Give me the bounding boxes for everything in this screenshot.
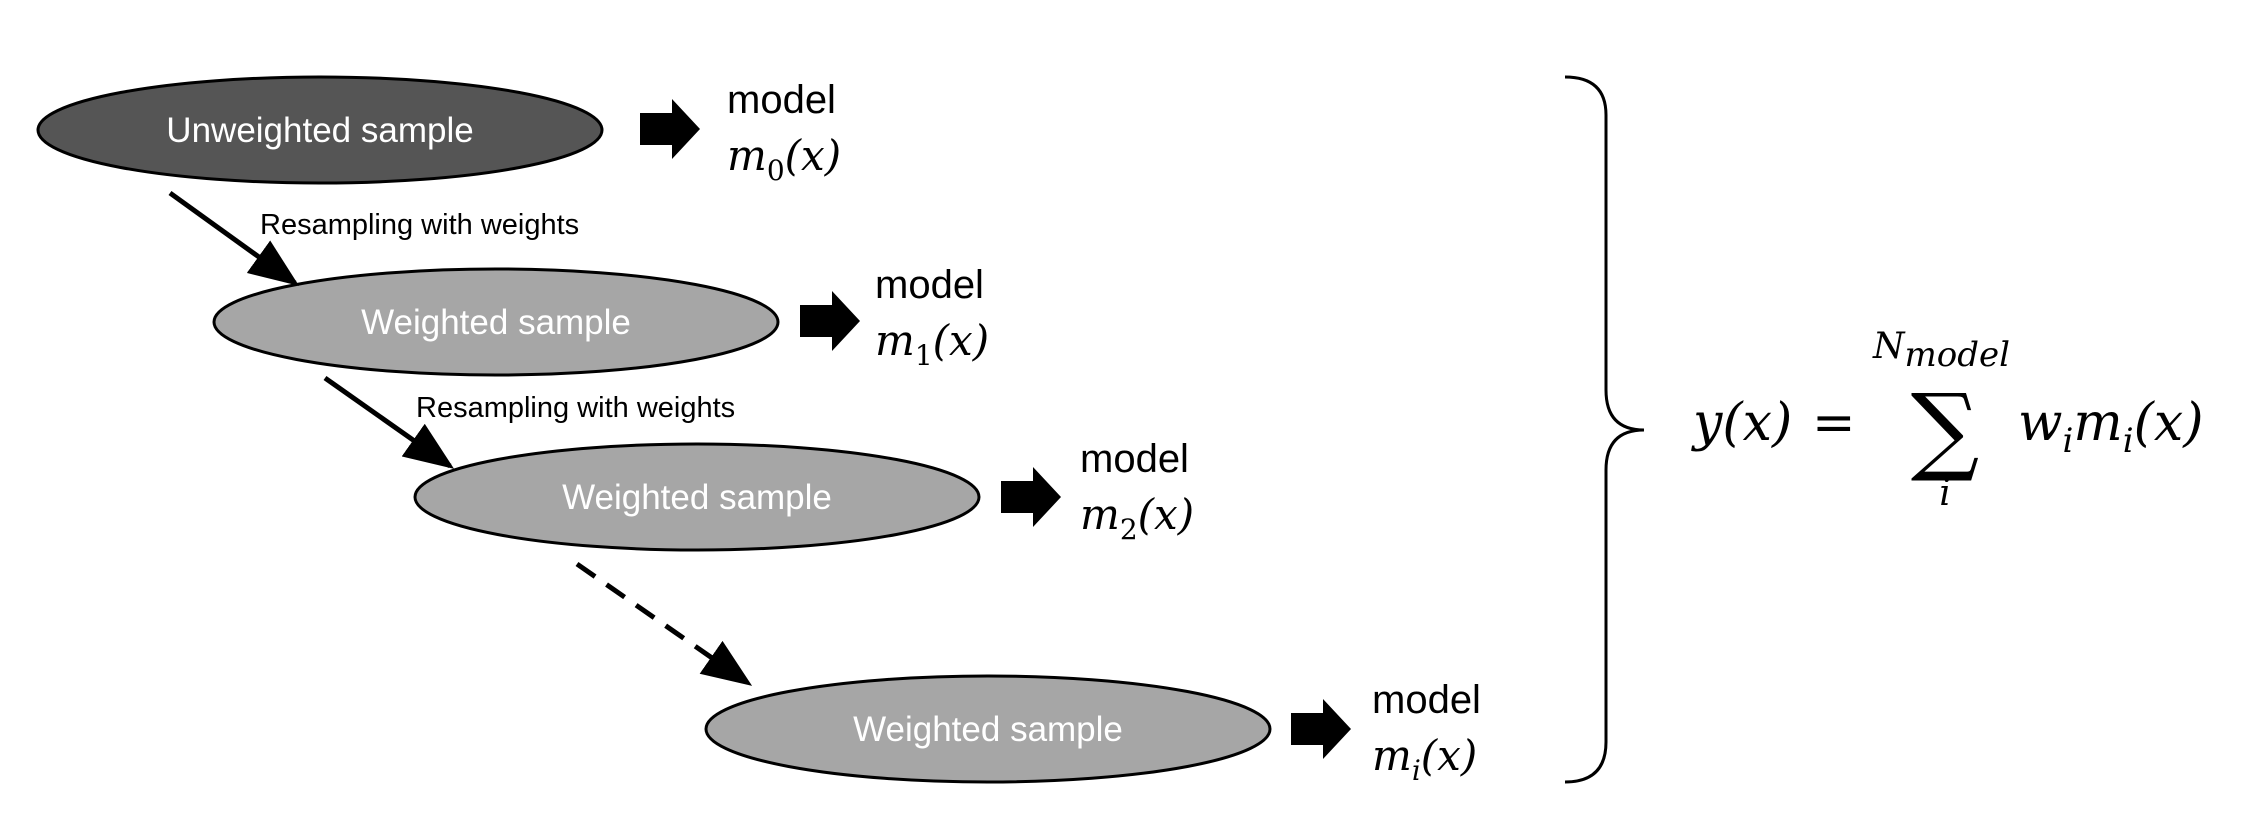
curly-brace <box>1564 75 1645 784</box>
model-word: model <box>1372 678 1481 722</box>
formula-lhs: y(x) <box>1691 393 1792 453</box>
sum-lower-limit: i <box>1939 473 1951 514</box>
resampling-arrow <box>168 190 300 286</box>
block-arrow-icon <box>800 291 860 351</box>
resampling-label: Resampling with weights <box>416 392 735 424</box>
model-function: m0(x) <box>727 131 841 187</box>
model-function: m2(x) <box>1080 490 1194 546</box>
resampling-arrow <box>323 375 455 469</box>
sample-node-0: Unweighted sample <box>36 75 604 185</box>
block-arrow-icon <box>640 99 700 159</box>
formula-equals: = <box>1812 393 1856 453</box>
block-arrow-icon <box>1291 699 1351 759</box>
model-function: m1(x) <box>875 316 989 372</box>
formula-rhs: wimi(x) <box>2018 393 2203 461</box>
weighted-sample-ellipse <box>704 674 1272 784</box>
sample-label: Weighted sample <box>853 710 1123 749</box>
sample-label: Weighted sample <box>562 478 832 517</box>
model-word: model <box>727 78 836 122</box>
sample-label: Weighted sample <box>361 303 631 342</box>
model-function: mi(x) <box>1372 731 1477 787</box>
weighted-sample-ellipse <box>212 267 780 377</box>
sum-upper-limit: Nmodel <box>1872 326 2010 375</box>
sample-label: Unweighted sample <box>166 111 473 150</box>
unweighted-sample-ellipse <box>36 75 604 185</box>
model-word: model <box>875 263 984 307</box>
model-label-1: model m1(x) <box>875 263 989 372</box>
continuation-dashed-arrow <box>575 561 753 686</box>
model-label-0: model m0(x) <box>727 78 841 187</box>
model-word: model <box>1080 437 1189 481</box>
sample-node-2: Weighted sample <box>413 442 981 552</box>
summation-symbol: ∑ <box>1911 373 1980 485</box>
model-label-3: model mi(x) <box>1372 678 1481 787</box>
model-label-2: model m2(x) <box>1080 437 1194 546</box>
block-arrow-icon <box>1001 467 1061 527</box>
resampling-label: Resampling with weights <box>260 209 579 241</box>
weighted-sample-ellipse <box>413 442 981 552</box>
ensemble-formula: y(x) = Nmodel ∑ i wimi(x) <box>1691 326 2203 514</box>
sample-node-1: Weighted sample <box>212 267 780 377</box>
sample-node-3: Weighted sample <box>704 674 1272 784</box>
